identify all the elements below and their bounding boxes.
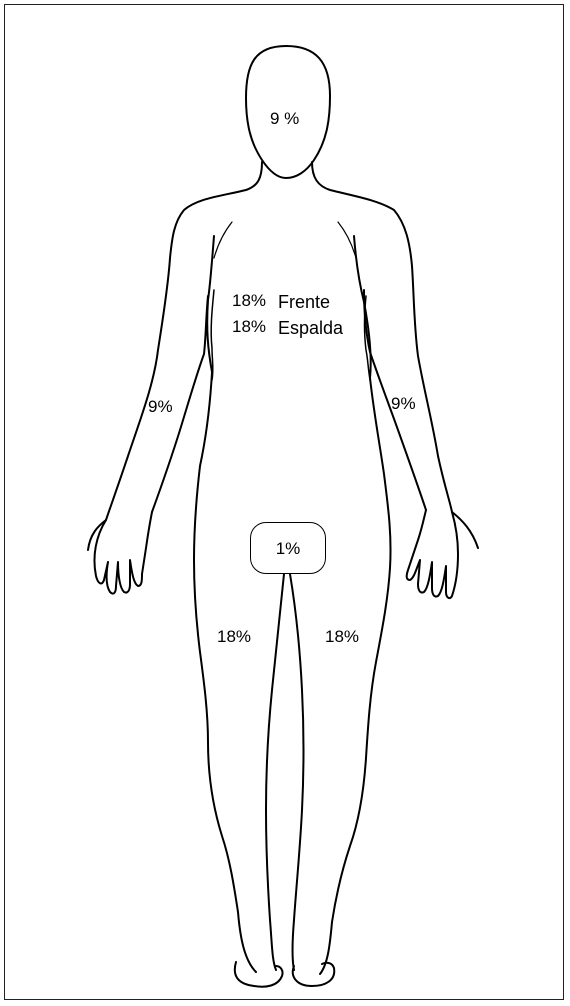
head-percentage: 9 % xyxy=(270,110,299,127)
left-hand xyxy=(94,512,152,594)
right-shoulder-detail xyxy=(338,222,356,258)
torso-right xyxy=(320,236,391,974)
left-shoulder-detail xyxy=(214,222,232,258)
right-hand xyxy=(407,510,458,598)
right-foot xyxy=(293,963,334,986)
neck-right xyxy=(312,162,478,548)
neck-left xyxy=(88,162,262,550)
torso-back-percentage: 18% xyxy=(232,318,266,335)
groin-percentage: 1% xyxy=(276,540,301,557)
left-foot xyxy=(235,962,283,987)
left-leg-percentage: 18% xyxy=(217,628,251,645)
left-inner-leg xyxy=(266,574,284,970)
right-arm-percentage: 9% xyxy=(391,395,416,412)
left-arm-percentage: 9% xyxy=(148,398,173,415)
groin-box: 1% xyxy=(250,522,326,574)
right-leg-percentage: 18% xyxy=(325,628,359,645)
torso-front-percentage: 18% xyxy=(232,292,266,309)
torso-front-label: Frente xyxy=(278,293,330,311)
right-inner-leg xyxy=(290,574,304,970)
torso-left xyxy=(194,236,256,972)
torso-back-label: Espalda xyxy=(278,319,343,337)
